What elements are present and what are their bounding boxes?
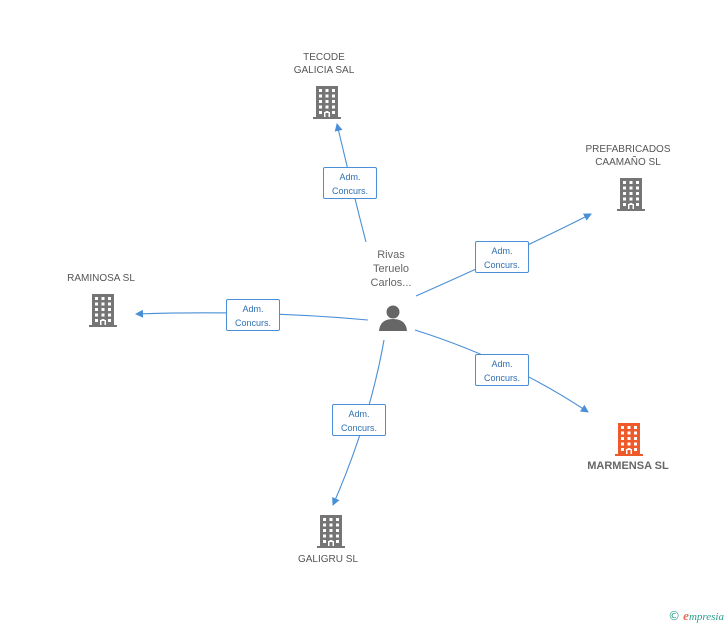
edge-label-line: Adm. [491, 359, 513, 369]
empresia-watermark: ©empresia [668, 608, 724, 624]
company-label-line: GALICIA SAL [293, 65, 355, 76]
building-icon-tecode[interactable] [313, 86, 341, 119]
company-label-prefabricados[interactable]: PREFABRICADOS CAAMAÑO SL [585, 143, 670, 169]
edge-label-line: Adm. [491, 246, 513, 256]
edge-label-prefabricados[interactable]: Adm. Concurs. [475, 241, 529, 273]
edge-label-galigru[interactable]: Adm. Concurs. [332, 404, 386, 436]
edge-label-line: Concurs. [483, 373, 520, 383]
center-label-line: Carlos... [370, 277, 412, 289]
edge-label-line: Adm. [339, 172, 361, 182]
brand-name: mpresia [688, 611, 724, 623]
building-icon-galigru[interactable] [317, 515, 345, 548]
edge-label-raminosa[interactable]: Adm. Concurs. [226, 299, 280, 331]
company-label-line: PREFABRICADOS [585, 144, 671, 155]
edge-label-marmensa[interactable]: Adm. Concurs. [475, 354, 529, 386]
building-icon-prefabricados[interactable] [617, 178, 645, 211]
company-label-galigru[interactable]: GALIGRU SL [298, 553, 358, 566]
company-label-line: GALIGRU SL [297, 554, 359, 565]
company-label-raminosa[interactable]: RAMINOSA SL [67, 272, 135, 285]
edge-label-line: Concurs. [331, 186, 368, 196]
edge-label-line: Concurs. [340, 423, 377, 433]
edge-label-line: Concurs. [234, 318, 271, 328]
building-icon-raminosa[interactable] [89, 294, 117, 327]
center-label-line: Teruelo [372, 263, 410, 275]
edge-label-tecode[interactable]: Adm. Concurs. [323, 167, 377, 199]
company-label-line: MARMENSA SL [587, 460, 669, 472]
icons-layer [89, 86, 645, 548]
company-label-line: CAAMAÑO SL [595, 157, 661, 168]
company-label-marmensa[interactable]: MARMENSA SL [587, 460, 668, 473]
center-label-line: Rivas [377, 249, 405, 261]
company-label-line: TECODE [303, 52, 345, 63]
building-icon-marmensa[interactable] [615, 423, 643, 456]
copyright-symbol: © [668, 609, 681, 623]
edge-label-line: Adm. [242, 304, 264, 314]
edge-label-line: Concurs. [483, 260, 520, 270]
brand-initial: e [683, 608, 689, 623]
company-label-tecode[interactable]: TECODE GALICIA SAL [294, 51, 355, 77]
person-icon[interactable] [379, 305, 407, 332]
company-label-line: RAMINOSA SL [67, 273, 135, 284]
edge-label-line: Adm. [348, 409, 370, 419]
